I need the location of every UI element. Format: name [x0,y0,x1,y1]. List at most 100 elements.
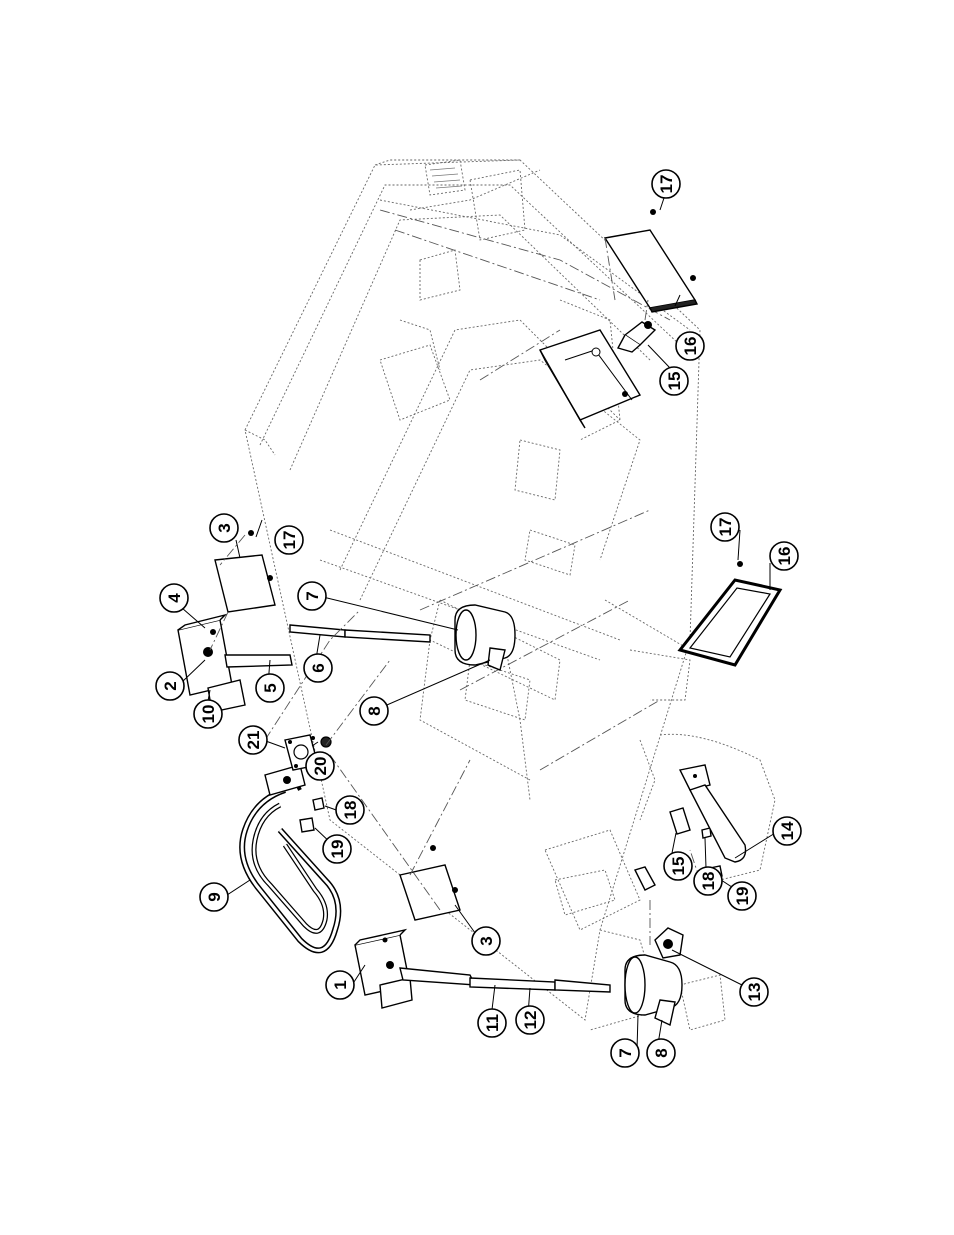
callout-circle [663,851,693,881]
callout-2: 2 [155,671,185,701]
callout-label: 17 [716,518,735,537]
callout-15: 15 [663,851,693,881]
callout-17: 17 [710,512,740,542]
callout-circle [238,725,268,755]
callout-circle [274,525,304,555]
lower-motor [624,954,683,1027]
callout-circle [610,1038,640,1068]
callout-label: 19 [733,887,752,906]
callout-label: 8 [652,1048,671,1057]
callout-circle [471,926,501,956]
callout-circle [325,970,355,1000]
callout-circle [209,513,239,543]
callout-label: 3 [215,523,234,532]
callout-11: 11 [477,1008,507,1038]
callout-label: 19 [328,840,347,859]
end-bushing [616,321,657,353]
callout-label: 20 [311,757,330,776]
callout-label: 21 [244,731,263,750]
callout-circle [305,751,335,781]
callout-circle [739,977,769,1007]
callout-label: 10 [199,705,218,724]
callout-label: 13 [745,983,764,1002]
callout-circle [515,1005,545,1035]
callout-circle [159,583,189,613]
callout-19: 19 [322,834,352,864]
callout-21: 21 [238,725,268,755]
end-cover-plate-top [603,209,699,313]
callout-circle [255,673,285,703]
upper-motor [454,604,516,671]
callout-circle [651,169,681,199]
callout-15: 15 [659,366,689,396]
callout-label: 7 [303,591,322,600]
left-element-box-assembly [354,928,611,1009]
callout-18: 18 [693,866,723,896]
callout-circle [297,581,327,611]
callout-1: 1 [325,970,355,1000]
callout-circle [322,834,352,864]
end-cover-frame-bottom [677,561,783,667]
end-housing-box [538,329,642,429]
callout-8: 8 [646,1038,676,1068]
callout-12: 12 [515,1005,545,1035]
callout-3: 3 [209,513,239,543]
callout-5: 5 [255,673,285,703]
callout-circle [675,331,705,361]
callout-label: 17 [280,531,299,550]
callout-3: 3 [471,926,501,956]
callout-circle [359,696,389,726]
callout-label: 12 [521,1011,540,1030]
callout-9: 9 [199,882,229,912]
callout-circle [477,1008,507,1038]
callout-label: 6 [309,663,328,672]
callout-13: 13 [739,977,769,1007]
callout-label: 14 [778,821,797,840]
callout-label: 1 [331,980,350,989]
callout-label: 3 [477,936,496,945]
callout-16: 16 [769,541,799,571]
callout-10: 10 [193,699,223,729]
callout-label: 9 [205,892,224,901]
callout-label: 5 [261,683,280,692]
callout-circle [335,795,365,825]
callout-circle [769,541,799,571]
callout-label: 18 [699,872,718,891]
callout-label: 18 [341,801,360,820]
callout-label: 15 [669,857,688,876]
callout-17: 17 [274,525,304,555]
callout-circle [303,653,333,683]
callout-circle [772,816,802,846]
callout-label: 16 [681,337,700,356]
callout-16: 16 [675,331,705,361]
callout-circle [710,512,740,542]
lower-bushing [634,807,691,891]
right-element-box-assembly [177,613,431,713]
callout-label: 2 [161,681,180,690]
callout-7: 7 [610,1038,640,1068]
callout-label: 7 [616,1048,635,1057]
drive-gear [654,927,684,959]
callout-14: 14 [772,816,802,846]
callout-label: 17 [657,175,676,194]
callout-circle [659,366,689,396]
support-bracket [678,764,747,863]
machine-body-outline [244,159,776,1031]
callout-17: 17 [651,169,681,199]
callout-20: 20 [305,751,335,781]
callout-label: 11 [483,1014,502,1032]
callout-8: 8 [359,696,389,726]
callout-circle [193,699,223,729]
callout-18: 18 [335,795,365,825]
callout-circle [727,881,757,911]
callout-6: 6 [303,653,333,683]
callout-label: 16 [775,547,794,566]
callout-7: 7 [297,581,327,611]
callout-19: 19 [727,881,757,911]
heating-element-coil [239,764,342,954]
callout-4: 4 [159,583,189,613]
callout-label: 15 [665,372,684,391]
